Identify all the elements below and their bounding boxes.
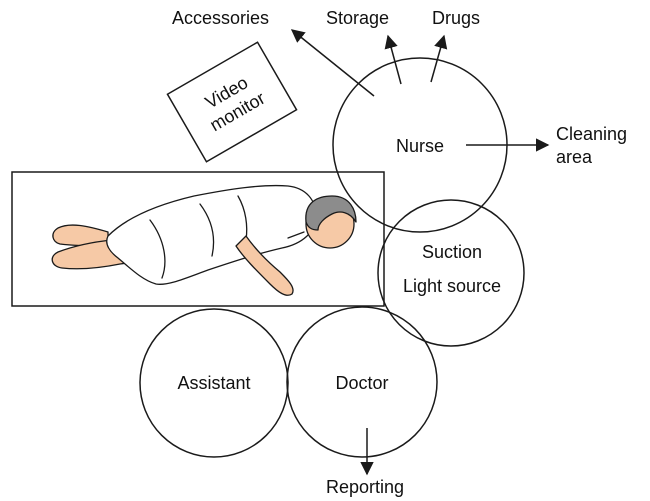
nurse-label: Nurse bbox=[396, 136, 444, 156]
drugs-label: Drugs bbox=[432, 8, 480, 28]
accessories-label: Accessories bbox=[172, 8, 269, 28]
arrow-to-accessories bbox=[292, 30, 374, 96]
video-monitor-box bbox=[167, 42, 296, 162]
suction-light-source-zone bbox=[378, 200, 524, 346]
video-monitor: Video monitor bbox=[167, 42, 296, 162]
cleaning-area-label-line2: area bbox=[556, 147, 593, 167]
cleaning-area-label-line1: Cleaning bbox=[556, 124, 627, 144]
storage-label: Storage bbox=[326, 8, 389, 28]
doctor-label: Doctor bbox=[335, 373, 388, 393]
suction-label: Suction bbox=[422, 242, 482, 262]
assistant-label: Assistant bbox=[177, 373, 250, 393]
reporting-label: Reporting bbox=[326, 477, 404, 497]
light-source-label: Light source bbox=[403, 276, 501, 296]
